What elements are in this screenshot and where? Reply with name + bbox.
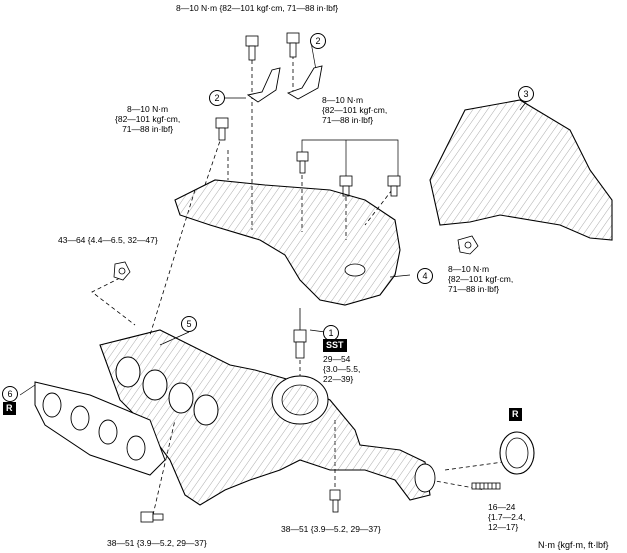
left-nut-icon (113, 261, 131, 281)
sst-badge: SST (323, 339, 347, 352)
torque-label-left-nut: 43—64 {4.4—6.5, 32—47} (58, 235, 158, 245)
center-bolt-3-icon (387, 175, 401, 197)
torque-label-bottom-left: 38—51 {3.9—5.2, 29—37} (107, 538, 207, 548)
torque-label-stud: 16—24 {1.7—2.4, 12—17} (488, 502, 526, 532)
torque-label-heat-shield-nut: 8—10 N·m {82—101 kgf·cm, 71—88 in·lbf} (448, 264, 514, 294)
callout-5: 5 (181, 316, 197, 332)
callout-4: 4 (417, 268, 433, 284)
center-bolt-1-icon (296, 151, 309, 174)
bottom-left-bolt-icon (140, 511, 164, 523)
top-bolt-right-icon (286, 32, 300, 58)
stud-bolt-icon (471, 482, 501, 490)
af-sensor-icon (293, 308, 307, 359)
torque-label-center: 8—10 N·m {82—101 kgf·cm, 71—88 in·lbf} (322, 95, 388, 125)
bracket-right-icon (286, 65, 323, 100)
exhaust-manifold-icon (99, 329, 436, 506)
manifold-gasket-icon (34, 381, 166, 476)
callout-3: 3 (518, 86, 534, 102)
torque-label-top: 8—10 N·m {82—101 kgf·cm, 71—88 in·lbf} (176, 3, 339, 13)
heat-insulator-icon (174, 179, 401, 306)
torque-label-left-bolt: 8—10 N·m {82—101 kgf·cm, 71—88 in·lbf} (115, 104, 181, 134)
exhaust-pipe-gasket-icon (499, 431, 535, 475)
heat-shield-nut-icon (457, 235, 479, 255)
top-bolt-left-icon (245, 35, 259, 61)
replace-badge-right: R (509, 408, 522, 421)
bracket-left-icon (246, 67, 281, 103)
heat-insulator-hole-icon (344, 263, 366, 277)
callout-2-left: 2 (209, 90, 225, 106)
torque-label-bottom-center: 38—51 {3.9—5.2, 29—37} (281, 524, 381, 534)
callout-6: 6 (2, 386, 18, 402)
bottom-center-bolt-icon (329, 489, 341, 513)
heat-insulator-bolt-icon (215, 117, 229, 141)
heat-shield-icon (429, 99, 613, 241)
torque-label-sensor: 29—54 {3.0—5.5, 22—39} (323, 354, 361, 384)
callout-2-right: 2 (310, 33, 326, 49)
replace-badge-left: R (3, 402, 16, 415)
units-note: N·m {kgf·m, ft·lbf} (538, 540, 609, 550)
